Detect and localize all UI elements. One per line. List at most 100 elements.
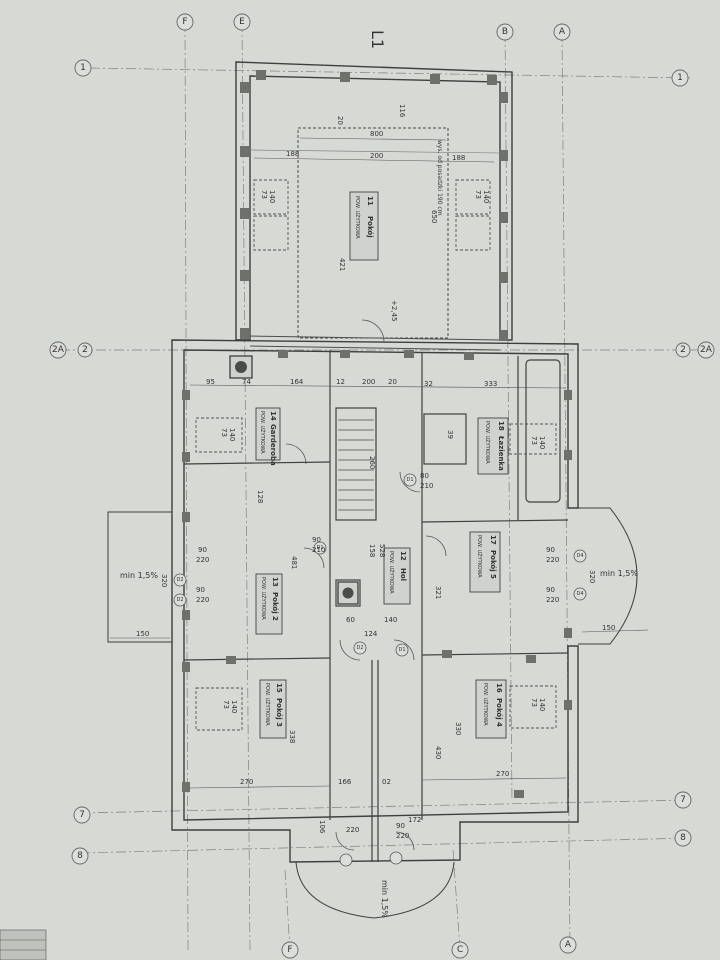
room-number: 16 (495, 683, 503, 693)
room-label-pokoj-3: 15 Pokój 3 POW. UŻYTKOWA (259, 679, 287, 739)
opening-tag: D4 (576, 591, 583, 597)
dim-label: 220 (546, 556, 559, 564)
height-note: wys. od posadzki 190 cm (436, 140, 443, 216)
dim-label: 90 (546, 546, 555, 554)
dim-label: 150 (136, 630, 149, 638)
room-label-pokoj-2: 13 Pokój 2 POW. UŻYTKOWA (255, 573, 283, 635)
room-name: Pokój 3 (275, 698, 283, 727)
attic-height-outline (297, 127, 449, 339)
dim-label: 140 (268, 190, 276, 203)
dim-label: 140 (230, 700, 238, 713)
dim-label: 260 (368, 456, 376, 469)
dim-label: 90 (396, 822, 405, 830)
dim-label: 12 (336, 378, 345, 386)
dim-label: 320 (160, 574, 168, 587)
axis-label: 1 (677, 73, 683, 83)
room-area-note: POW. UŻYTKOWA (354, 196, 361, 239)
axis-bubble-2a-right (697, 341, 715, 359)
axis-label: A (559, 27, 566, 37)
dim-label: 20 (388, 378, 397, 386)
dim-label: 200 (370, 152, 383, 160)
axis-bubble-a-bottom (559, 936, 577, 954)
room-number: 18 (497, 421, 505, 431)
room-labels: 11 Pokój POW. UŻYTKOWA 14 Garderoba POW.… (255, 191, 509, 739)
axis-label: 2A (52, 345, 65, 355)
room-number: 13 (271, 577, 279, 587)
axis-label: 7 (79, 810, 85, 820)
axis-bubbles (49, 13, 715, 959)
top-room-structure (249, 127, 501, 351)
dim-label: 73 (530, 436, 538, 445)
room-label-hol: 12 Hol POW. UŻYTKOWA (383, 547, 411, 605)
dim-label: 800 (370, 130, 383, 138)
dim-label: 220 (396, 832, 409, 840)
dim-label: 220 (196, 556, 209, 564)
axis-label: 1 (80, 63, 86, 73)
axis-bubble-a-top (553, 23, 571, 41)
room-number: 15 (275, 683, 283, 693)
axis-label: 2 (82, 345, 88, 355)
room-name: Pokój 4 (495, 698, 503, 727)
dim-label: 330 (454, 722, 462, 735)
axis-label: B (502, 27, 508, 37)
axis-label: 8 (77, 851, 83, 861)
dim-label: 200 (362, 378, 375, 386)
dim-label: 421 (338, 258, 346, 271)
room-area-note: POW. UŻYTKOWA (259, 411, 266, 454)
dim-label: 140 (384, 616, 397, 624)
dim-label: 95 (206, 378, 215, 386)
dim-label: 220 (346, 826, 359, 834)
room-area-note: POW. UŻYTKOWA (484, 421, 491, 464)
opening-tag: D1 (406, 477, 413, 483)
room-label-lazienka: 18 Łazienka POW. UŻYTKOWA (477, 417, 509, 475)
room-area-note: POW. UŻYTKOWA (476, 535, 483, 578)
axis-label: 2A (700, 345, 713, 355)
opening-tag: D4 (576, 553, 583, 559)
dim-label: 270 (496, 770, 509, 778)
dim-label: 650 (430, 210, 438, 223)
beds (195, 179, 557, 731)
axis-bubble-e-top (233, 13, 251, 31)
sheet-label: L1 (368, 30, 387, 49)
room-name: Garderoba (269, 424, 277, 466)
exterior-walls (171, 61, 579, 863)
dim-label: 90 (546, 586, 555, 594)
room-label-pokoj: 11 Pokój POW. UŻYTKOWA (349, 191, 379, 261)
opening-tag: D1 (398, 647, 405, 653)
axis-bubble-c-bottom (451, 941, 469, 959)
interior-walls (183, 350, 569, 862)
axis-bubble-7-left (73, 806, 91, 824)
axis-bubble-7-right (674, 791, 692, 809)
axis-label: A (565, 940, 572, 950)
dim-label: 02 (382, 778, 391, 786)
slope-note-right: min 1,5% (600, 569, 638, 578)
axis-labels: 1 1 2A 2 2 2A 7 7 8 8 F E B A F C A (52, 17, 713, 955)
dim-label: 73 (222, 700, 230, 709)
dim-label: 90 (196, 586, 205, 594)
axis-label: E (239, 17, 245, 27)
opening-tag: D2 (176, 597, 183, 603)
slope-note-bottom: min 1,5% (380, 880, 389, 918)
axis-bubble-8-right (674, 829, 692, 847)
dim-label: 158 (368, 544, 376, 557)
dim-label: 140 (538, 436, 546, 449)
dim-label: 320 (588, 570, 596, 583)
dim-label: 140 (538, 698, 546, 711)
axis-label: 7 (680, 795, 686, 805)
axis-label: F (287, 945, 292, 955)
dim-label: 164 (290, 378, 304, 386)
dim-label: 220 (196, 596, 209, 604)
dim-label: 116 (398, 104, 406, 118)
dim-label: 140 (482, 190, 490, 203)
room-number: 12 (399, 551, 407, 561)
room-name: Łazienka (497, 435, 505, 471)
room-name: Pokój 5 (489, 550, 497, 579)
staircase (338, 419, 374, 511)
dimension-text: 188 200 188 800 116 20 421 650 +2,45 wys… (120, 104, 638, 918)
room-number: 11 (366, 196, 374, 206)
axis-bubble-1-right (671, 69, 689, 87)
dim-label: 166 (338, 778, 352, 786)
dim-label: 333 (484, 380, 497, 388)
room-name: Pokój (366, 216, 374, 238)
axis-bubble-b-top (496, 23, 514, 41)
